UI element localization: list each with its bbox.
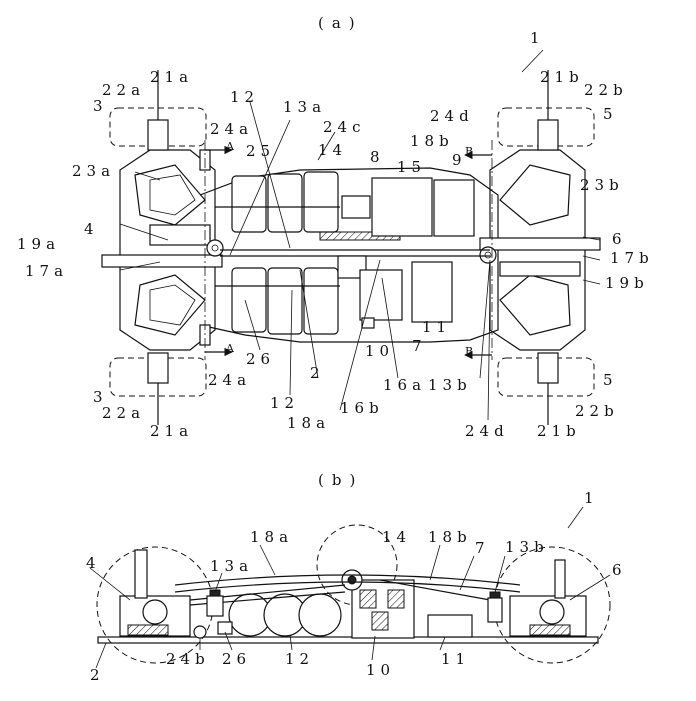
label-10-b: 10 — [366, 661, 395, 679]
label-13a: 13a — [283, 98, 326, 116]
label-24b-b: 24b — [166, 650, 210, 668]
chassis-plate — [97, 636, 599, 644]
label-22b-top: 22b — [584, 81, 628, 99]
label-12-bottom: 12 — [270, 394, 299, 412]
label-15: 15 — [397, 158, 426, 176]
label-21a-top: 21a — [150, 68, 193, 86]
label-17b: 17b — [610, 249, 654, 267]
label-23a: 23a — [72, 162, 115, 180]
label-21a-bottom: 21a — [150, 422, 193, 440]
label-24a-bottom: 24a — [208, 371, 251, 389]
label-14-b: 14 — [382, 528, 411, 546]
label-5-bottom: 5 — [603, 371, 618, 389]
label-4: 4 — [84, 220, 99, 238]
receiver-9 — [433, 179, 475, 237]
label-11-b: 11 — [441, 650, 470, 668]
label-10: 10 — [365, 342, 394, 360]
label-7-b: 7 — [475, 539, 490, 557]
label-7: 7 — [412, 337, 427, 355]
label-19a: 19a — [17, 235, 60, 253]
label-26-b: 26 — [222, 650, 251, 668]
label-3-top: 3 — [93, 97, 108, 115]
labels-a: 1 21a 22a 3 21b 22b 5 12 13a 24c 24a 25 … — [17, 29, 654, 440]
leaders-b — [89, 506, 611, 669]
label-22a-top: 22a — [102, 81, 145, 99]
label-26: 26 — [246, 350, 275, 368]
label-18b: 18b — [410, 132, 454, 150]
label-18b-b: 18b — [428, 528, 472, 546]
label-9: 9 — [452, 151, 467, 169]
left-suspension — [101, 70, 224, 425]
label-16b: 16b — [340, 399, 384, 417]
label-2-b: 2 — [90, 666, 105, 684]
caption-b: (b) — [318, 471, 363, 489]
label-21b-bottom: 21b — [537, 422, 581, 440]
label-23b: 23b — [580, 176, 624, 194]
label-3-bottom: 3 — [93, 388, 108, 406]
label-12-top: 12 — [230, 88, 259, 106]
label-25: 25 — [246, 142, 275, 160]
label-13a-b: 13a — [210, 557, 253, 575]
label-19b: 19b — [605, 274, 649, 292]
label-24a-top: 24a — [210, 120, 253, 138]
side-view — [89, 506, 611, 669]
caption-a: (a) — [318, 14, 363, 32]
label-24c: 24c — [323, 118, 366, 136]
label-16a: 16a — [383, 376, 426, 394]
section-b-bottom: B — [465, 345, 478, 358]
label-2: 2 — [310, 364, 325, 382]
top-view — [101, 49, 601, 425]
right-suspension — [479, 70, 601, 425]
label-18a-b: 18a — [250, 528, 293, 546]
label-11: 11 — [422, 318, 451, 336]
label-24d-top: 24d — [430, 107, 474, 125]
unit-10 — [359, 269, 403, 321]
label-17a: 17a — [25, 262, 68, 280]
label-22b-bottom: 22b — [575, 402, 619, 420]
section-b-top: B — [465, 145, 478, 158]
label-14: 14 — [318, 141, 347, 159]
labels-b: 1 18a 14 18b 13a 13b 7 4 6 2 24b 26 12 1… — [86, 489, 627, 684]
label-24d-bottom: 24d — [465, 422, 509, 440]
label-4-b: 4 — [86, 554, 101, 572]
section-a-top: A — [225, 140, 239, 153]
label-18a: 18a — [287, 414, 330, 432]
wheel-5-top — [497, 107, 595, 147]
label-1-a: 1 — [530, 29, 545, 47]
section-a-bottom: A — [225, 342, 239, 355]
leaders-a — [119, 49, 601, 421]
label-21b-top: 21b — [540, 68, 584, 86]
label-5-top: 5 — [603, 105, 618, 123]
controller-11 — [411, 261, 453, 323]
label-13b-b: 13b — [505, 538, 549, 556]
label-6-b: 6 — [612, 561, 627, 579]
label-12-b: 12 — [285, 650, 314, 668]
label-8: 8 — [370, 148, 385, 166]
label-1-b: 1 — [584, 489, 599, 507]
label-22a-bottom: 22a — [102, 404, 145, 422]
label-13b: 13b — [428, 376, 472, 394]
motor-15 — [371, 177, 433, 237]
label-6: 6 — [612, 230, 627, 248]
battery-packs — [231, 171, 339, 335]
